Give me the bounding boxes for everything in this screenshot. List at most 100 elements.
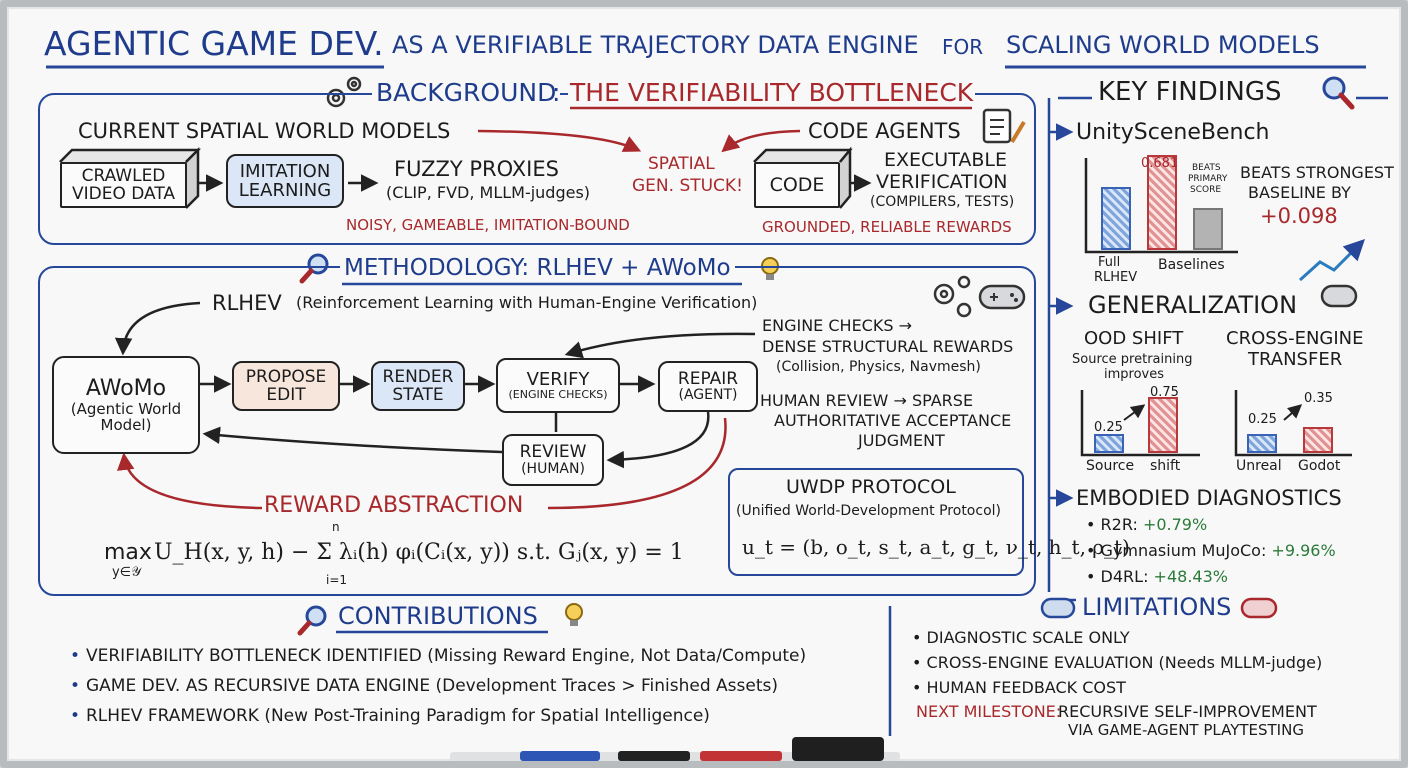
ood-sub-line1: Source pretraining: [1072, 352, 1193, 367]
ood-v2: 0.75: [1150, 385, 1179, 400]
lightbulb-icon-2: [565, 603, 583, 626]
verify-box: VERIFY (ENGINE CHECKS): [496, 358, 620, 413]
uwdp-title: UWDP PROTOCOL: [786, 476, 956, 498]
chart1-bar-1: [1101, 187, 1131, 250]
background-heading-colon: :: [552, 78, 561, 107]
limitations-heading: LIMITATIONS: [1082, 593, 1232, 621]
cross-c2: Godot: [1298, 458, 1341, 474]
executable-line2: VERIFICATION: [876, 171, 1008, 193]
human-review-line1: HUMAN REVIEW → SPARSE: [760, 391, 974, 410]
cross-v2: 0.35: [1304, 391, 1333, 406]
bar-value-label: 0.681: [1141, 156, 1179, 171]
review-box: REVIEW (HUMAN): [502, 434, 604, 486]
bench-title: UnitySceneBench: [1076, 120, 1270, 145]
engine-checks-line1: ENGINE CHECKS →: [762, 316, 912, 335]
limitation-item-3: • HUMAN FEEDBACK COST: [912, 678, 1126, 697]
blue-marker[interactable]: [520, 751, 600, 761]
chart1-axis: [1084, 158, 1238, 254]
cat-full-line2: RLHEV: [1094, 270, 1138, 285]
eraser[interactable]: [792, 737, 884, 761]
formula-sub: y∈𝒴: [112, 565, 142, 580]
awomo-box: AWoMo (Agentic World Model): [52, 356, 200, 454]
chart2-bar-2: [1148, 397, 1178, 453]
cross-c1: Unreal: [1236, 458, 1282, 474]
black-marker[interactable]: [618, 751, 690, 761]
contribution-item-2: GAME DEV. AS RECURSIVE DATA ENGINE (Deve…: [86, 676, 778, 696]
gears-icon-2: [933, 275, 972, 318]
propose-edit-box: PROPOSE EDIT: [232, 361, 340, 411]
beats-delta: +0.098: [1260, 204, 1338, 228]
bullet-icon: •: [70, 706, 81, 726]
bar-note-line1: BEATS: [1192, 163, 1221, 173]
human-review-line3: JUDGMENT: [858, 431, 945, 450]
crawled-video-box: CRAWLED VIDEO DATA: [60, 162, 187, 208]
reward-abstraction: REWARD ABSTRACTION: [264, 493, 524, 518]
magnifier-icon-2: [299, 253, 329, 284]
chart2-axis: [1080, 390, 1200, 457]
chart1-bar-2: [1147, 155, 1177, 250]
gears-icon-1: [326, 76, 362, 108]
background-heading-label: BACKGROUND: [372, 79, 561, 107]
ood-title: OOD SHIFT: [1084, 328, 1184, 349]
next-milestone-line1: RECURSIVE SELF-IMPROVEMENT: [1058, 702, 1317, 721]
chart3-bar-1: [1247, 434, 1277, 453]
executable-line1: EXECUTABLE: [884, 149, 1007, 171]
formula-n: n: [332, 520, 340, 534]
title-part1: AGENTIC GAME DEV.: [44, 24, 384, 63]
gamepad-icon-1: [978, 284, 1026, 310]
formula-body: U_H(x, y, h) − Σ λᵢ(h) φᵢ(Cᵢ(x, y)) s.t.…: [154, 540, 684, 565]
cross-v1: 0.25: [1248, 412, 1277, 427]
chart3-axis: [1234, 390, 1352, 457]
engine-checks-line3: (Collision, Physics, Navmesh): [776, 359, 981, 375]
embodied-item-d4rl: • D4RL: +48.43%: [1086, 567, 1228, 586]
spatial-stuck-line1: SPATIAL: [648, 154, 715, 174]
contributions-heading: CONTRIBUTIONS: [338, 602, 538, 630]
rlhev-full: (Reinforcement Learning with Human-Engin…: [296, 293, 758, 312]
left-note: NOISY, GAMEABLE, IMITATION-BOUND: [346, 216, 630, 234]
next-milestone-label: NEXT MILESTONE:: [916, 702, 1062, 721]
right-note: GROUNDED, RELIABLE REWARDS: [762, 218, 1012, 236]
contribution-item-1: VERIFIABILITY BOTTLENECK IDENTIFIED (Mis…: [86, 646, 807, 666]
beats-line2: BASELINE BY: [1248, 183, 1351, 202]
human-review-line2: AUTHORITATIVE ACCEPTANCE: [774, 411, 1012, 430]
fuzzy-proxies-sub: (CLIP, FVD, MLLM-judges): [386, 183, 591, 202]
repair-box: REPAIR (AGENT): [658, 361, 758, 412]
trend-arrow-icon: [1298, 239, 1365, 282]
formula-i1: i=1: [326, 573, 348, 587]
embodied-item-mujoco: • Gymnasium MuJoCo: +9.96%: [1086, 541, 1336, 560]
limitation-item-1: • DIAGNOSTIC SCALE ONLY: [912, 628, 1130, 647]
uwdp-box: [728, 468, 1024, 576]
uwdp-formula: u_t = (b, o_t, s_t, a_t, g_t, ν_t, h_t, …: [742, 535, 1130, 559]
methodology-heading: METHODOLOGY: RLHEV + AWoMo: [340, 256, 735, 280]
embodied-item-r2r: • R2R: +0.79%: [1086, 515, 1208, 534]
title-part3: FOR: [942, 35, 984, 59]
bullet-icon: •: [70, 646, 81, 666]
bullet-icon: •: [70, 676, 81, 696]
bar-note-line2: PRIMARY: [1188, 174, 1228, 184]
clipboard-icon: [982, 108, 1026, 144]
cat-full-line1: Full: [1098, 255, 1121, 270]
ood-v1: 0.25: [1094, 420, 1123, 435]
next-milestone-line2: VIA GAME-AGENT PLAYTESTING: [1068, 721, 1304, 739]
current-models-title: CURRENT SPATIAL WORLD MODELS: [78, 119, 451, 143]
magnifier-icon-3: [297, 605, 327, 636]
key-findings-heading: KEY FINDINGS: [1098, 77, 1282, 107]
imitation-learning-box: IMITATION LEARNING: [226, 154, 344, 208]
ood-c1: Source: [1086, 458, 1135, 474]
cross-title-line1: CROSS-ENGINE: [1226, 328, 1364, 349]
uwdp-full: (Unified World-Development Protocol): [736, 503, 1001, 519]
gamepad-icon-4: [1240, 597, 1278, 619]
title-part4: SCALING WORLD MODELS: [1006, 31, 1320, 59]
limitation-item-2: • CROSS-ENGINE EVALUATION (Needs MLLM-ju…: [912, 653, 1323, 672]
magnifier-icon-1: [1322, 76, 1355, 110]
chart1-bar-3: [1193, 208, 1223, 250]
code-box: CODE: [754, 162, 840, 208]
render-state-box: RENDER STATE: [371, 361, 465, 411]
red-marker[interactable]: [700, 751, 782, 761]
bar-note-line3: SCORE: [1190, 185, 1222, 195]
generalization-heading: GENERALIZATION: [1088, 291, 1298, 319]
gamepad-icon-2: [1320, 284, 1358, 308]
background-heading-highlight: THE VERIFIABILITY BOTTLENECK: [568, 78, 976, 107]
